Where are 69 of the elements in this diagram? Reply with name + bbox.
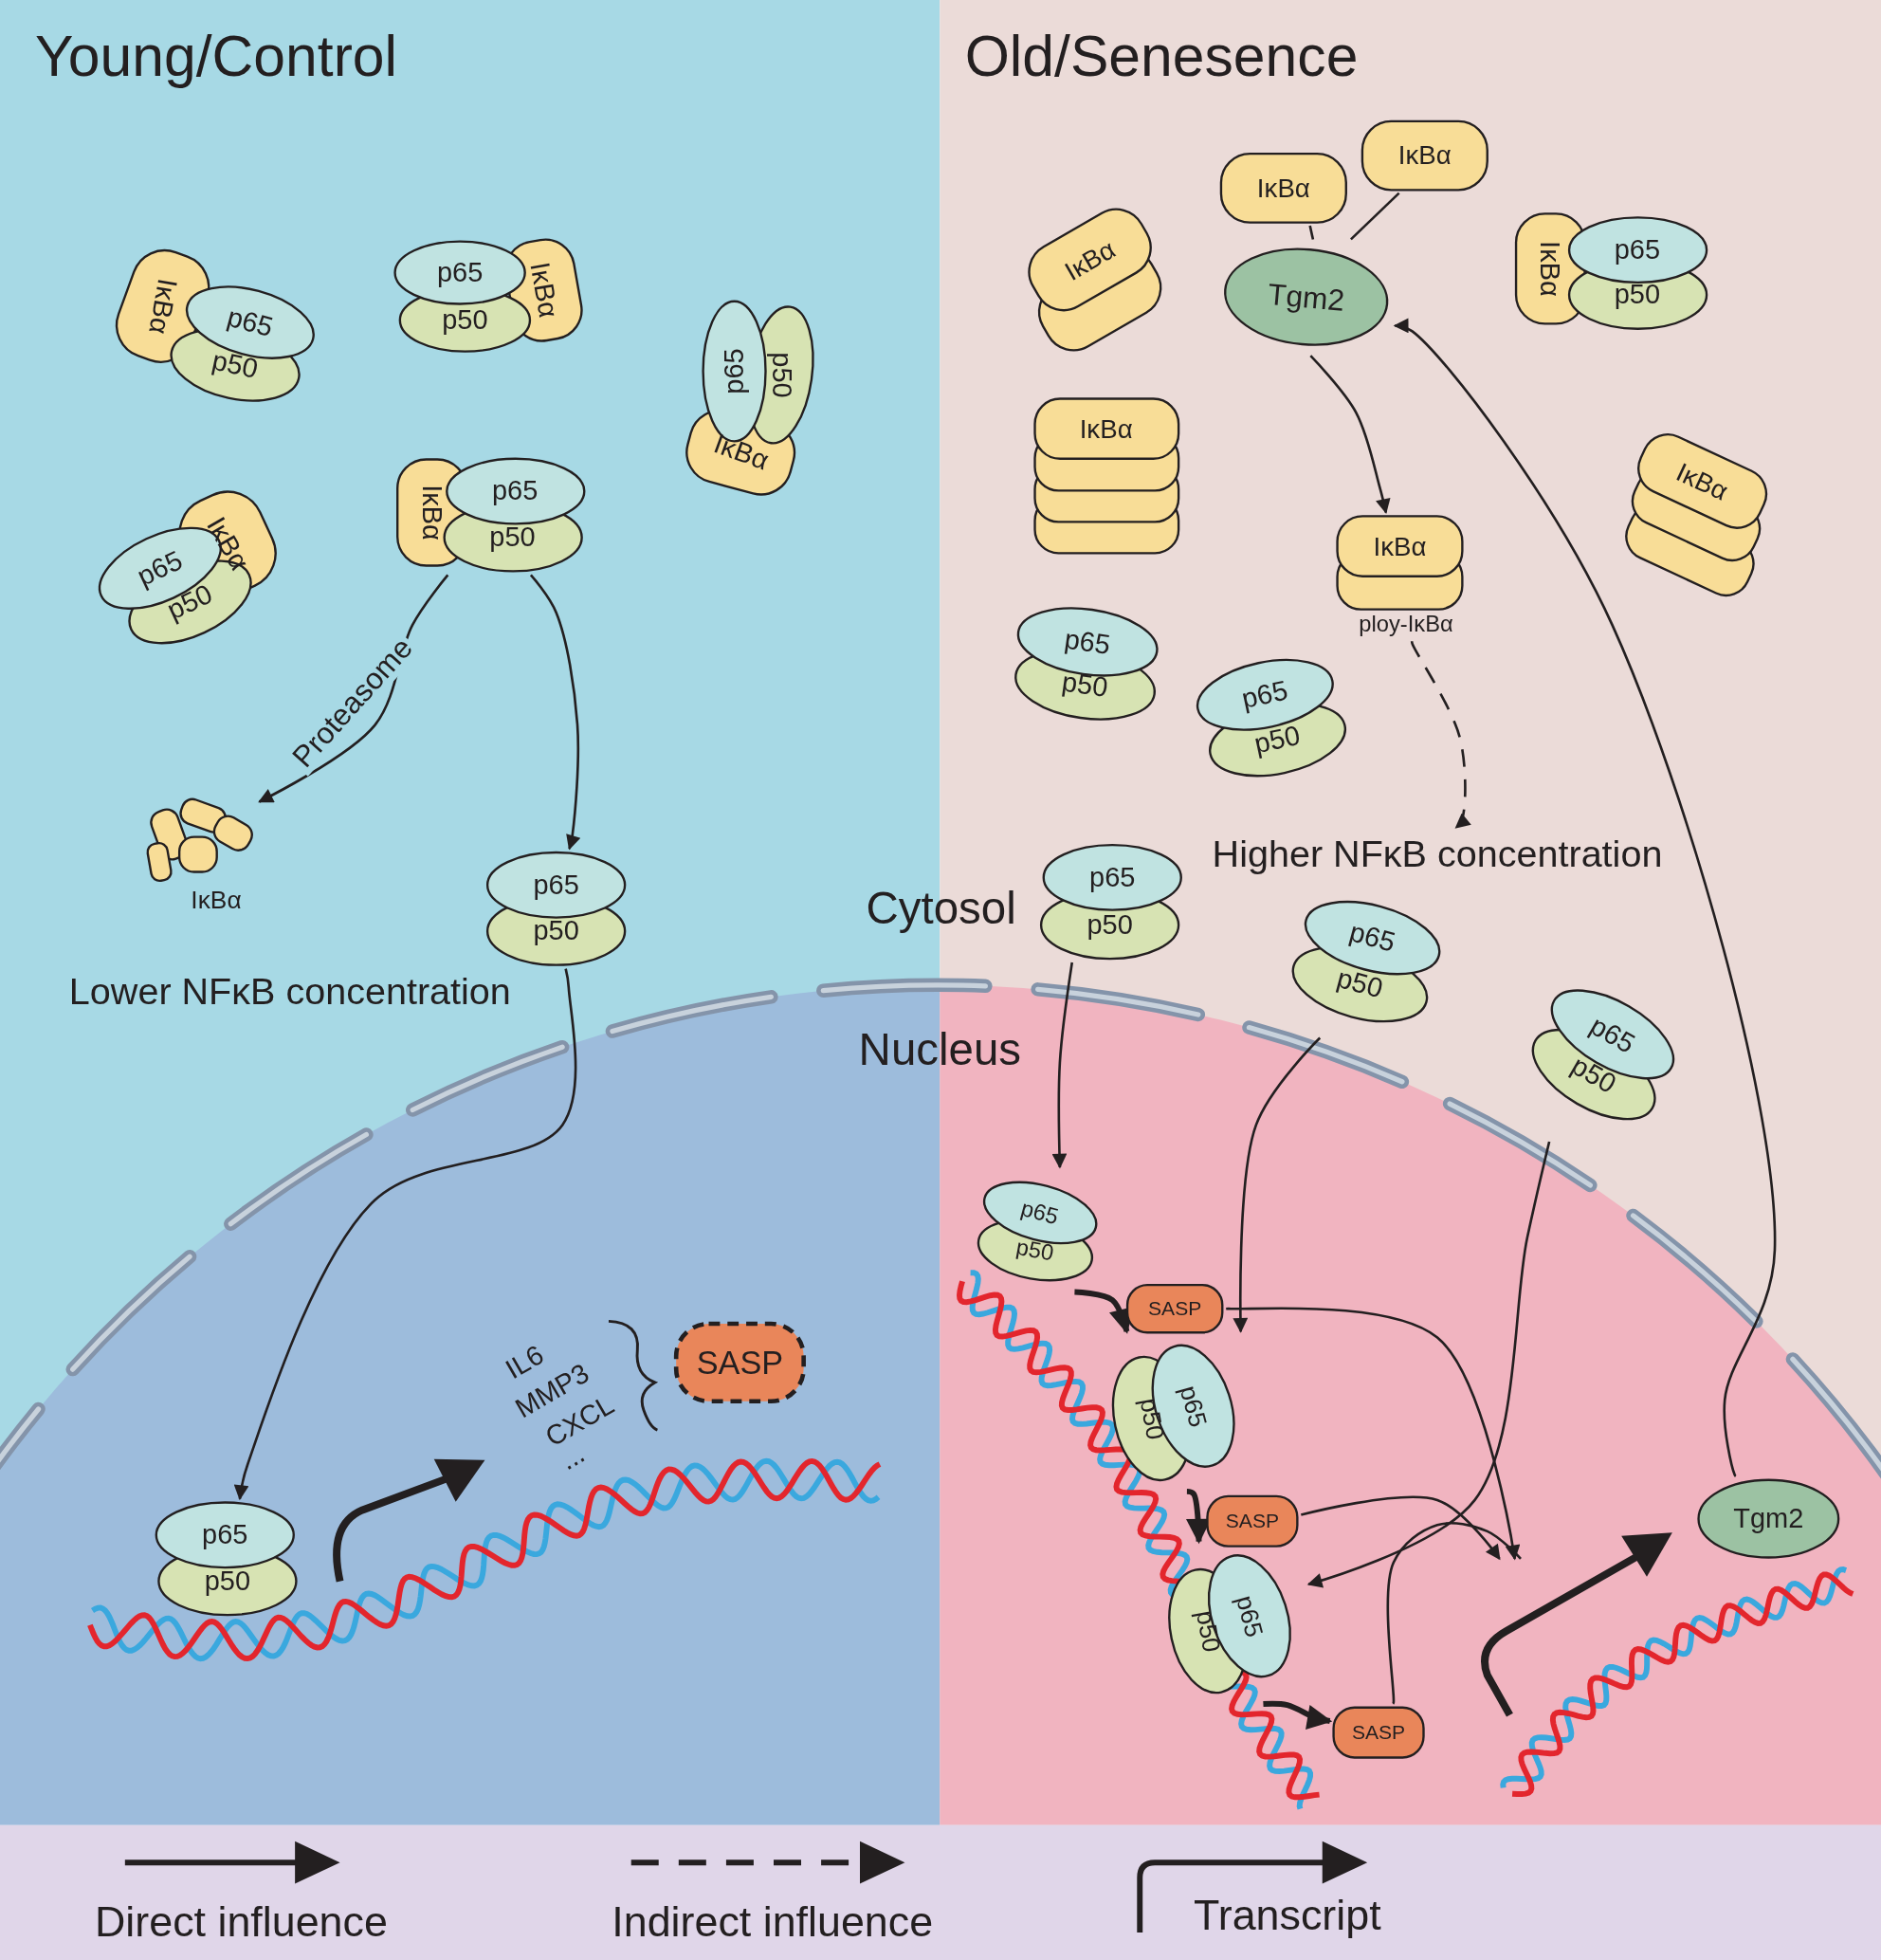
- protein-label: SASP: [696, 1346, 784, 1379]
- protein-label: p50: [489, 523, 536, 552]
- protein-label: p65: [533, 870, 579, 899]
- protein-label: p65: [1062, 625, 1112, 660]
- protein-label: IκBα: [1536, 241, 1564, 297]
- legend-text: Transcript: [1194, 1894, 1381, 1936]
- protein-label: p65: [491, 477, 539, 505]
- protein-label: IκBα: [1079, 415, 1133, 442]
- arrow: [1263, 1700, 1333, 1730]
- arrow: [1410, 641, 1471, 829]
- concentration-text: Lower NFκB concentration: [68, 972, 511, 1011]
- protein-label: IκBα: [417, 485, 446, 540]
- protein-label: p65: [721, 348, 749, 394]
- protein-label: Tgm2: [1733, 1505, 1804, 1533]
- protein-label: p65: [224, 302, 276, 342]
- protein-label: p65: [1089, 863, 1136, 891]
- legend-text: Direct influence: [94, 1899, 388, 1943]
- protein-label: p50: [1060, 668, 1110, 703]
- compartment-label: Cytosol: [866, 886, 1016, 932]
- protein-label: p50: [1334, 964, 1386, 1003]
- panel-title: Old/Senesence: [964, 27, 1359, 85]
- protein-label: IκBα: [525, 260, 562, 321]
- protein-label: p65: [1614, 236, 1661, 265]
- arrow: [1393, 318, 1777, 1477]
- protein-label: p65: [1232, 1592, 1268, 1640]
- protein-label: p50: [533, 917, 579, 945]
- protein-label: p65: [1176, 1383, 1212, 1430]
- protein-label: IκBα: [1256, 174, 1310, 201]
- protein-label: IκBα: [1060, 235, 1120, 285]
- protein-label: p50: [767, 352, 795, 398]
- arrow: [1233, 1036, 1322, 1333]
- connector-line: [1386, 1522, 1522, 1705]
- protein-label: p65: [1346, 918, 1398, 957]
- protein-label: IκBα: [1397, 141, 1452, 169]
- protein-label: p50: [210, 346, 261, 384]
- protein-label: p65: [202, 1521, 248, 1549]
- protein-label: p50: [1614, 281, 1661, 309]
- protein-label: IκBα: [710, 430, 773, 475]
- protein-label: IκBα: [1373, 533, 1427, 559]
- protein-label: SASP: [1225, 1511, 1280, 1531]
- protein-label: SASP: [1351, 1722, 1406, 1743]
- legend-text: Indirect influence: [612, 1899, 934, 1943]
- arrow: [1306, 1141, 1551, 1588]
- protein-label: p65: [1018, 1197, 1061, 1229]
- protein-label: IκBα: [144, 276, 181, 337]
- arrow: [1301, 1495, 1501, 1561]
- connector-line: [1349, 192, 1400, 241]
- arrow: [1309, 355, 1391, 514]
- protein-label: p50: [1014, 1236, 1056, 1265]
- protein-label: IκBα: [191, 887, 242, 913]
- protein-label: IκBα: [1672, 458, 1732, 504]
- arrow: [233, 968, 577, 1501]
- arrow: [1226, 1307, 1521, 1561]
- compartment-label: Nucleus: [858, 1027, 1022, 1073]
- protein-label: p65: [436, 258, 484, 286]
- arrow: [529, 574, 581, 851]
- sasp-blob: [1203, 1493, 1302, 1550]
- protein-label: SASP: [1148, 1298, 1202, 1319]
- protein-label: p50: [442, 305, 488, 334]
- protein-label: p50: [1192, 1608, 1225, 1655]
- protein-label: p65: [1239, 676, 1290, 714]
- protein-label: p50: [1087, 911, 1133, 939]
- arrow: [1051, 962, 1074, 1169]
- protein-label: p50: [1251, 722, 1303, 759]
- protein-label: p50: [204, 1567, 251, 1596]
- concentration-text: Higher NFκB concentration: [1171, 827, 1704, 881]
- caption-text: ploy-IκBα: [1359, 612, 1453, 635]
- connector-line: [1308, 225, 1315, 240]
- protein-label: Tgm2: [1266, 279, 1346, 316]
